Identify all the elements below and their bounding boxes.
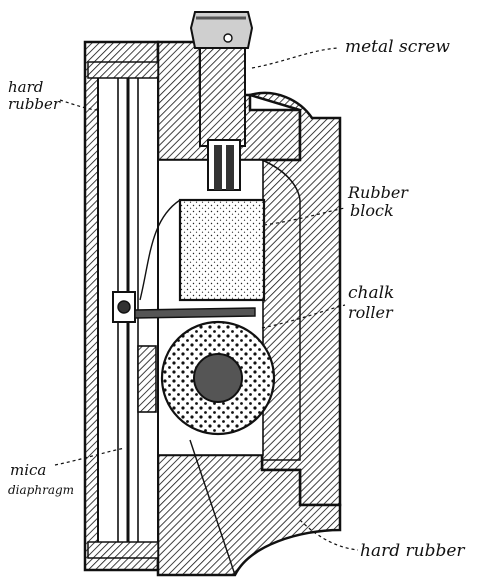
label-rubber-block-2: block <box>350 201 394 220</box>
wire <box>189 439 236 576</box>
label-mica-1: mica <box>10 461 46 479</box>
label-rubber-block-1: Rubber <box>347 183 409 202</box>
label-mica-2: diaphragm <box>8 483 74 497</box>
leader-lines <box>54 47 359 551</box>
label-hard-rubber-top-1: hard <box>8 78 43 96</box>
bottom-wall <box>156 453 342 577</box>
diaphragm-lever <box>112 199 256 323</box>
label-hard-rubber-top-2: rubber <box>8 95 61 113</box>
label-chalk-roller-2: roller <box>348 303 394 322</box>
label-metal-screw: metal screw <box>345 37 450 57</box>
label-chalk-roller-1: chalk <box>348 283 394 303</box>
metal-screw <box>189 11 254 191</box>
chalk-roller <box>137 320 276 436</box>
rubber-block <box>178 198 266 302</box>
label-hard-rubber-bottom: hard rubber <box>360 541 465 561</box>
